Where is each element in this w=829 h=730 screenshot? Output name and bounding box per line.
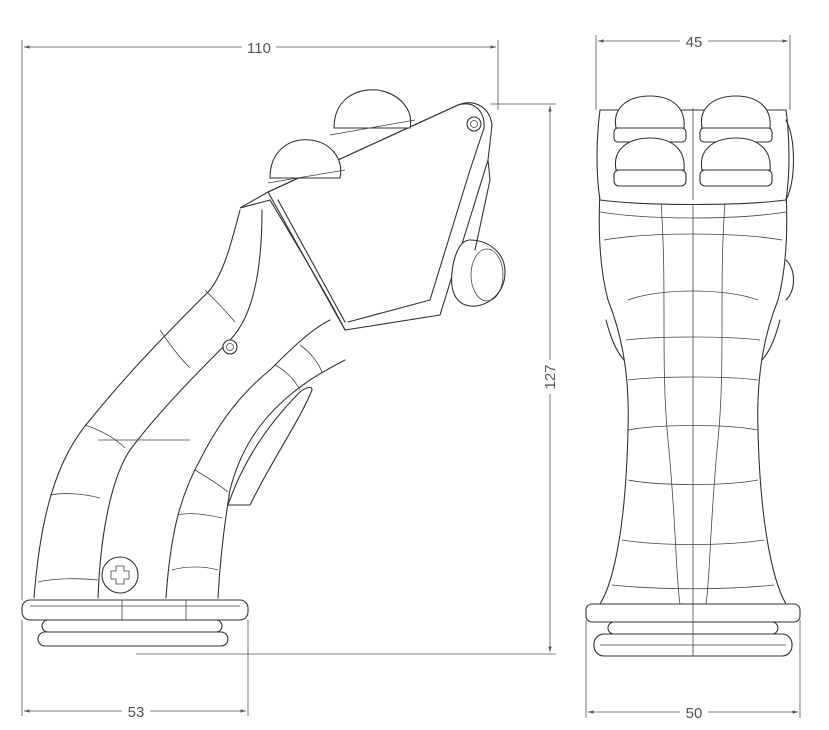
front-view <box>585 95 801 657</box>
button-bottom-left <box>613 137 687 187</box>
side-base <box>21 599 249 647</box>
side-head <box>239 89 506 331</box>
screw-icon <box>101 556 139 594</box>
dim-side-base-width-label: 53 <box>128 704 145 721</box>
button-top-left <box>613 95 687 143</box>
button-top-right <box>699 95 773 143</box>
dim-height-label: 127 <box>542 364 559 389</box>
front-base <box>585 603 801 657</box>
front-grip-body <box>598 189 788 605</box>
dim-front-top-width-label: 45 <box>686 34 703 51</box>
dimension-labels: 110 45 127 53 50 <box>128 34 703 722</box>
dim-front-base-width-label: 50 <box>686 705 703 722</box>
button-bottom-right <box>699 137 773 187</box>
side-grip-body <box>33 209 346 599</box>
side-view <box>21 89 506 647</box>
front-head <box>596 95 795 301</box>
dim-side-width-label: 110 <box>247 40 271 57</box>
dimension-lines <box>21 35 801 718</box>
